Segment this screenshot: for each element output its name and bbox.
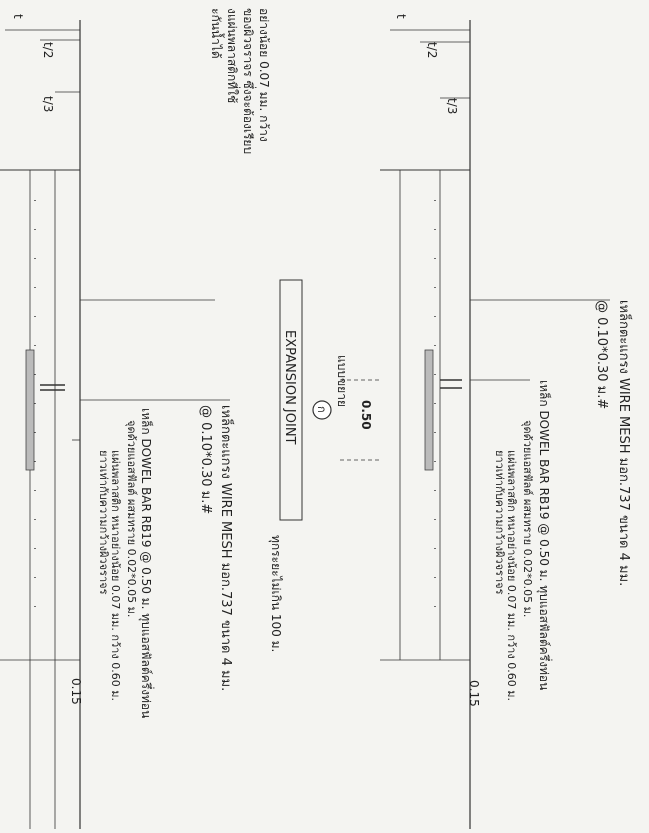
left-dowel-label: เหล็ก DOWEL BAR RB19 @ 0.50 ม. ทุบแอสฟัล… (138, 408, 155, 718)
left-wire-mesh-label: เหล็กตะแกรง WIRE MESH มอก.737 ขนาด 4 มม. (218, 405, 236, 691)
right-asphalt-note: จุดด้วยแอสฟัลต์ ผสมทราย 0.02*0.05 ม. (521, 420, 534, 617)
right-labels: เหล็กตะแกรง WIRE MESH มอก.737 ขนาด 4 มม.… (493, 300, 634, 701)
left-wire-mesh-spacing: @ 0.10*0.30 ม.# (198, 405, 213, 514)
spacing-note: ทุกระยะไม่เกิน 100 ม. (268, 535, 283, 652)
right-wire-mesh-spacing: @ 0.10*0.30 ม.# (594, 300, 609, 409)
right-plastic-note2: ยาวเท่ากับความกว้างผิวจราจร (493, 450, 506, 595)
plan-label: แบบขยาย (335, 355, 349, 407)
left-dim-015: 0.15 (69, 678, 83, 705)
right-dim-t3: t/3 (445, 98, 459, 114)
right-dim-t: t (394, 14, 408, 19)
center-block: EXPANSION JOINT ทุกระยะไม่เกิน 100 ม. แบ… (268, 279, 349, 652)
section-marker-letter: ก (315, 406, 328, 413)
left-asphalt-note: จุดด้วยแอสฟัลต์ ผสมทราย 0.02*0.05 ม. (125, 420, 138, 617)
section-marker-icon (312, 400, 332, 420)
left-labels: เหล็กตะแกรง WIRE MESH มอก.737 ขนาด 4 มม.… (97, 405, 236, 718)
top-notes: อย่างน้อย 0.07 มม. กว้าง ของผิวจราจร ซึ่… (209, 8, 271, 154)
right-plastic-note: แผ่นพลาสติก หนาอย่างน้อย 0.07 มม. กว้าง … (505, 450, 518, 701)
top-note-3: งแผ่นพลาสติกที่ใช้ (225, 8, 241, 103)
left-plastic-note2: ยาวเท่ากับความกว้างผิวจราจร (97, 450, 110, 595)
top-note-1: อย่างน้อย 0.07 มม. กว้าง (257, 8, 271, 142)
left-dims: t t/2 t/3 0.15 (11, 14, 83, 705)
right-wire-mesh-label: เหล็กตะแกรง WIRE MESH มอก.737 ขนาด 4 มม. (616, 300, 634, 586)
expansion-joint-box (279, 279, 303, 521)
left-dim-t: t (11, 14, 25, 19)
left-dim-t3: t/3 (41, 96, 55, 112)
expansion-joint-title: EXPANSION JOINT (282, 330, 297, 445)
right-dim-015: 0.15 (467, 680, 481, 707)
left-dim-t2: t/2 (41, 42, 55, 58)
right-dowel-label: เหล็ก DOWEL BAR RB19 @ 0.50 ม. ทุบแอสฟัล… (536, 380, 553, 690)
right-dim-050: 0.50 (359, 400, 373, 430)
right-dims: t t/2 t/3 0.15 0.50 (359, 14, 481, 707)
left-slab (0, 20, 230, 829)
top-note-4: ะกันน้ำได้ (209, 8, 225, 59)
top-note-2: ของผิวจราจร ซึ่งจะต้องเรียบ (241, 8, 257, 154)
right-dim-t2: t/2 (425, 42, 439, 58)
left-plastic-note: แผ่นพลาสติก หนาอย่างน้อย 0.07 มม. กว้าง … (109, 450, 122, 701)
right-slab (340, 20, 610, 829)
